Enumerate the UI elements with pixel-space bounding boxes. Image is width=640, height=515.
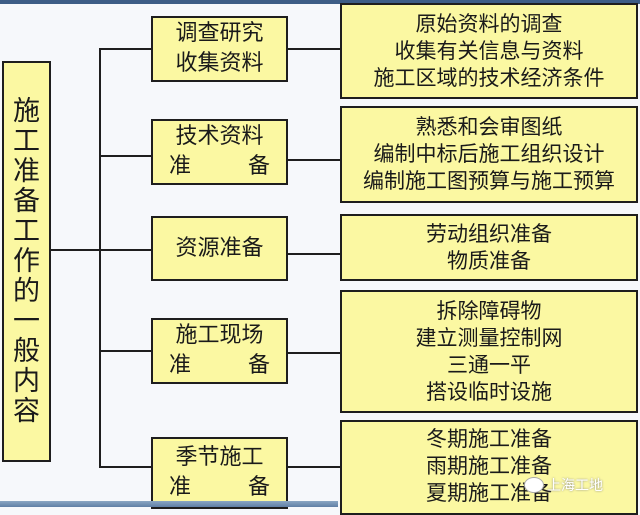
detail-item: 建立测量控制网 [415, 325, 563, 350]
detail-node-resources: 劳动组织准备 物质准备 [340, 214, 638, 281]
detail-item: 编制中标后施工组织设计 [373, 142, 605, 166]
detail-item: 雨期施工准备 [426, 454, 552, 478]
watermark-text: 上海工地 [547, 478, 603, 494]
branch-label-line1: 技术资料 [175, 124, 264, 149]
detail-node-survey: 原始资料的调查 收集有关信息与资料 施工区域的技术经济条件 [340, 3, 638, 99]
branch-label-line2: 收集资料 [175, 51, 264, 76]
detail-item: 编制施工图预算与施工预算 [363, 169, 615, 193]
wechat-icon [524, 477, 544, 493]
branch-connector-1 [99, 48, 151, 50]
detail-item: 收集有关信息与资料 [394, 38, 584, 63]
top-band [0, 0, 640, 4]
detail-item: 施工区域的技术经济条件 [373, 65, 605, 90]
root-char: 工 [13, 215, 40, 247]
branch-connector-3 [99, 249, 151, 251]
detail-connector-1 [287, 48, 340, 50]
branch-node-technical: 技术资料 准 备 [151, 119, 288, 185]
detail-item: 冬期施工准备 [426, 427, 552, 451]
branch-node-resources: 资源准备 [151, 216, 288, 281]
branch-node-survey: 调查研究 收集资料 [151, 16, 288, 82]
branch-label-line1: 资源准备 [175, 235, 264, 261]
branch-label-part: 备 [247, 154, 270, 179]
watermark: 上海工地 [524, 475, 603, 495]
branch-label-part: 准 [169, 475, 192, 500]
bottom-band [0, 501, 338, 507]
root-char: 作 [13, 245, 40, 277]
detail-item: 三通一平 [447, 352, 531, 377]
branch-label-part: 准 [169, 353, 192, 378]
branch-label-part: 备 [247, 353, 270, 378]
root-char: 般 [13, 335, 40, 367]
branch-label-part: 备 [247, 475, 270, 500]
detail-node-site: 拆除障碍物 建立测量控制网 三通一平 搭设临时设施 [340, 290, 638, 413]
detail-item: 搭设临时设施 [426, 379, 552, 404]
detail-item: 拆除障碍物 [436, 298, 542, 323]
branch-node-seasonal: 季节施工 准 备 [151, 437, 288, 509]
root-node: 施 工 准 备 工 作 的 一 般 内 容 [2, 61, 51, 462]
detail-node-seasonal: 冬期施工准备 雨期施工准备 夏期施工准备 [340, 420, 638, 515]
branch-connector-2 [99, 155, 151, 157]
detail-connector-4 [287, 352, 340, 354]
root-char: 准 [13, 155, 40, 187]
detail-item: 劳动组织准备 [426, 221, 552, 246]
root-char: 内 [13, 365, 40, 397]
root-char: 容 [13, 395, 40, 427]
trunk-line [99, 48, 101, 467]
detail-connector-5 [287, 466, 340, 468]
branch-node-site: 施工现场 准 备 [151, 318, 288, 384]
detail-node-technical: 熟悉和会审图纸 编制中标后施工组织设计 编制施工图预算与施工预算 [340, 106, 638, 203]
root-char: 备 [13, 185, 40, 217]
branch-label-line1: 调查研究 [175, 21, 264, 46]
detail-item: 物质准备 [447, 248, 531, 273]
root-char: 的 [13, 275, 40, 307]
branch-label-line1: 施工现场 [175, 323, 264, 348]
branch-connector-5 [99, 466, 151, 468]
detail-connector-3 [287, 253, 340, 255]
detail-connector-2 [287, 159, 340, 161]
root-char: 一 [13, 305, 40, 337]
root-connector [51, 249, 101, 251]
detail-item: 熟悉和会审图纸 [415, 115, 563, 139]
branch-label-line1: 季节施工 [175, 445, 264, 470]
root-char: 工 [13, 125, 40, 157]
branch-connector-4 [99, 350, 151, 352]
root-char: 施 [13, 95, 40, 127]
branch-label-part: 准 [169, 154, 192, 179]
detail-item: 原始资料的调查 [415, 11, 563, 36]
